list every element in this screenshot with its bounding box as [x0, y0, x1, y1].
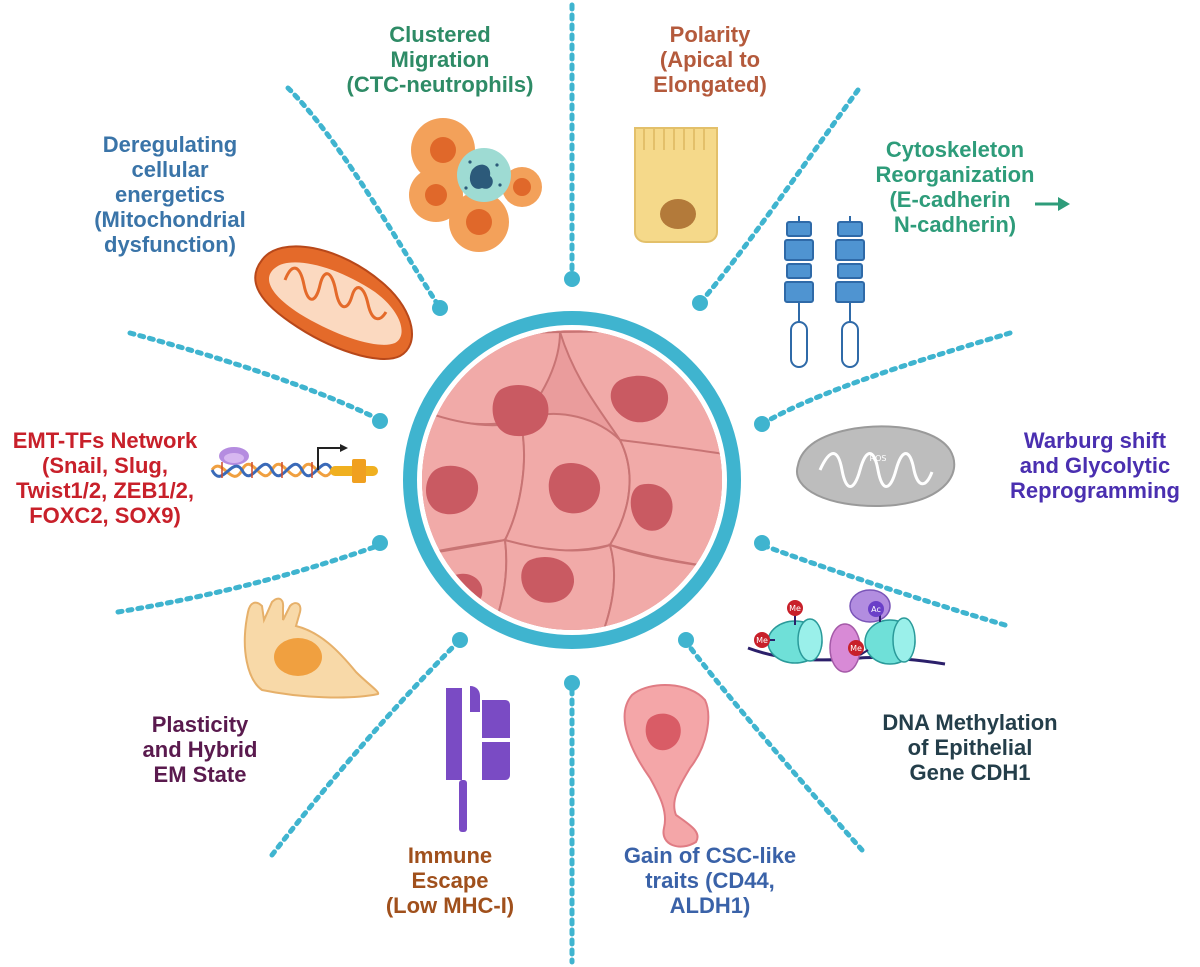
- label-line: DNA Methylation: [882, 710, 1058, 735]
- nucleus: [610, 375, 669, 423]
- label-line: (E-cadherin: [889, 187, 1011, 212]
- arrow-icon: [1035, 197, 1070, 211]
- connector-lines: [115, 2, 1013, 965]
- connector-immune: [269, 639, 461, 858]
- cell-cluster-icon: [409, 118, 542, 252]
- connector-gene: [683, 639, 865, 853]
- connector-dot: [692, 295, 708, 311]
- nucleosome-methylation-icon: Me Me Me Ac: [747, 589, 946, 673]
- nucleus: [425, 465, 479, 515]
- label-line: Escape: [411, 868, 489, 893]
- label-line: energetics: [114, 182, 226, 207]
- label-immune-escape: Immune Escape (Low MHC-I): [360, 843, 540, 918]
- connector-dot: [372, 413, 388, 429]
- cadherin-icon: [784, 216, 865, 368]
- label-line: (Apical to: [659, 47, 761, 72]
- connector-emt: [127, 330, 383, 423]
- label-cytoskeleton: Cytoskeleton Reorganization (E-cadherin …: [850, 137, 1060, 237]
- connector-dot: [564, 675, 580, 691]
- connector-dot: [564, 271, 580, 287]
- label-line: Immune: [407, 843, 493, 868]
- label-line: Twist1/2, ZEB1/2,: [15, 478, 195, 503]
- label-line: of Epithelial: [907, 735, 1033, 760]
- ac-mark: Ac: [871, 605, 881, 614]
- label-line: EMT-TFs Network: [12, 428, 198, 453]
- me-mark: Me: [789, 604, 801, 613]
- label-line: and Hybrid: [142, 737, 258, 762]
- label-line: (Low MHC-I): [385, 893, 515, 918]
- label-line: Plasticity: [151, 712, 249, 737]
- label-line: (Mitochondrial: [94, 207, 246, 232]
- nucleus: [630, 483, 673, 531]
- mhc-receptor-icon: [446, 686, 510, 832]
- connector-dot: [754, 416, 770, 432]
- dna-transcription-icon: [210, 444, 378, 483]
- label-line: Gene CDH1: [909, 760, 1031, 785]
- mesenchymal-cell-icon: [243, 597, 380, 699]
- label-line: cellular: [131, 157, 209, 182]
- mitochondrion-icon: [254, 245, 413, 360]
- label-line: and Glycolytic: [1019, 453, 1171, 478]
- label-line: traits (CD44,: [645, 868, 775, 893]
- label-line: Clustered: [389, 22, 491, 47]
- me-mark: Me: [756, 636, 768, 645]
- label-line: EM State: [153, 762, 247, 787]
- label-line: Cytoskeleton: [885, 137, 1025, 162]
- label-polarity: Polarity (Apical to Elongated): [620, 22, 800, 97]
- label-line: Deregulating: [102, 132, 238, 157]
- label-line: dysfunction): [104, 232, 236, 257]
- ros-label: ROS: [870, 454, 887, 463]
- connector-dots: [372, 271, 770, 691]
- stem-cell-icon: [623, 684, 710, 848]
- label-clustered-migration: Clustered Migration (CTC-neutrophils): [315, 22, 565, 97]
- connector-warburg: [759, 330, 1013, 427]
- connector-plasticity: [115, 542, 383, 615]
- label-line: Reorganization: [875, 162, 1035, 187]
- connector-dot: [432, 300, 448, 316]
- label-dna-methylation: DNA Methylation of Epithelial Gene CDH1: [860, 710, 1080, 785]
- label-line: Gain of CSC-like: [623, 843, 797, 868]
- nucleus: [548, 462, 601, 514]
- center-cell-cluster: [403, 311, 741, 649]
- label-line: N-cadherin): [893, 212, 1017, 237]
- connector-dot: [452, 632, 468, 648]
- center-ring: [403, 311, 741, 649]
- me-mark: Me: [850, 644, 862, 653]
- label-line: (CTC-neutrophils): [346, 72, 534, 97]
- label-line: Warburg shift: [1023, 428, 1167, 453]
- nucleus: [492, 385, 549, 437]
- label-plasticity: Plasticity and Hybrid EM State: [125, 712, 275, 787]
- label-line: Migration: [390, 47, 490, 72]
- connector-dot: [754, 535, 770, 551]
- connector-dot: [678, 632, 694, 648]
- label-line: Reprogramming: [1010, 478, 1180, 503]
- label-line: Polarity: [669, 22, 751, 47]
- connector-clustered: [285, 85, 441, 308]
- connector-dna: [759, 542, 1008, 628]
- label-line: FOXC2, SOX9): [29, 503, 181, 528]
- label-warburg: Warburg shift and Glycolytic Reprogrammi…: [995, 428, 1195, 503]
- label-line: ALDH1): [669, 893, 751, 918]
- label-emt-tfs: EMT-TFs Network (Snail, Slug, Twist1/2, …: [0, 428, 210, 528]
- label-energetics: Deregulating cellular energetics (Mitoch…: [70, 132, 270, 257]
- label-line: Elongated): [653, 72, 767, 97]
- connector-cytoskeleton: [697, 87, 861, 306]
- connector-dot: [372, 535, 388, 551]
- mitochondrion-ros-icon: ROS: [795, 425, 956, 508]
- label-csc-traits: Gain of CSC-like traits (CD44, ALDH1): [600, 843, 820, 918]
- nucleus: [521, 556, 575, 603]
- label-line: (Snail, Slug,: [42, 453, 168, 478]
- polarized-cell-icon: [634, 127, 718, 243]
